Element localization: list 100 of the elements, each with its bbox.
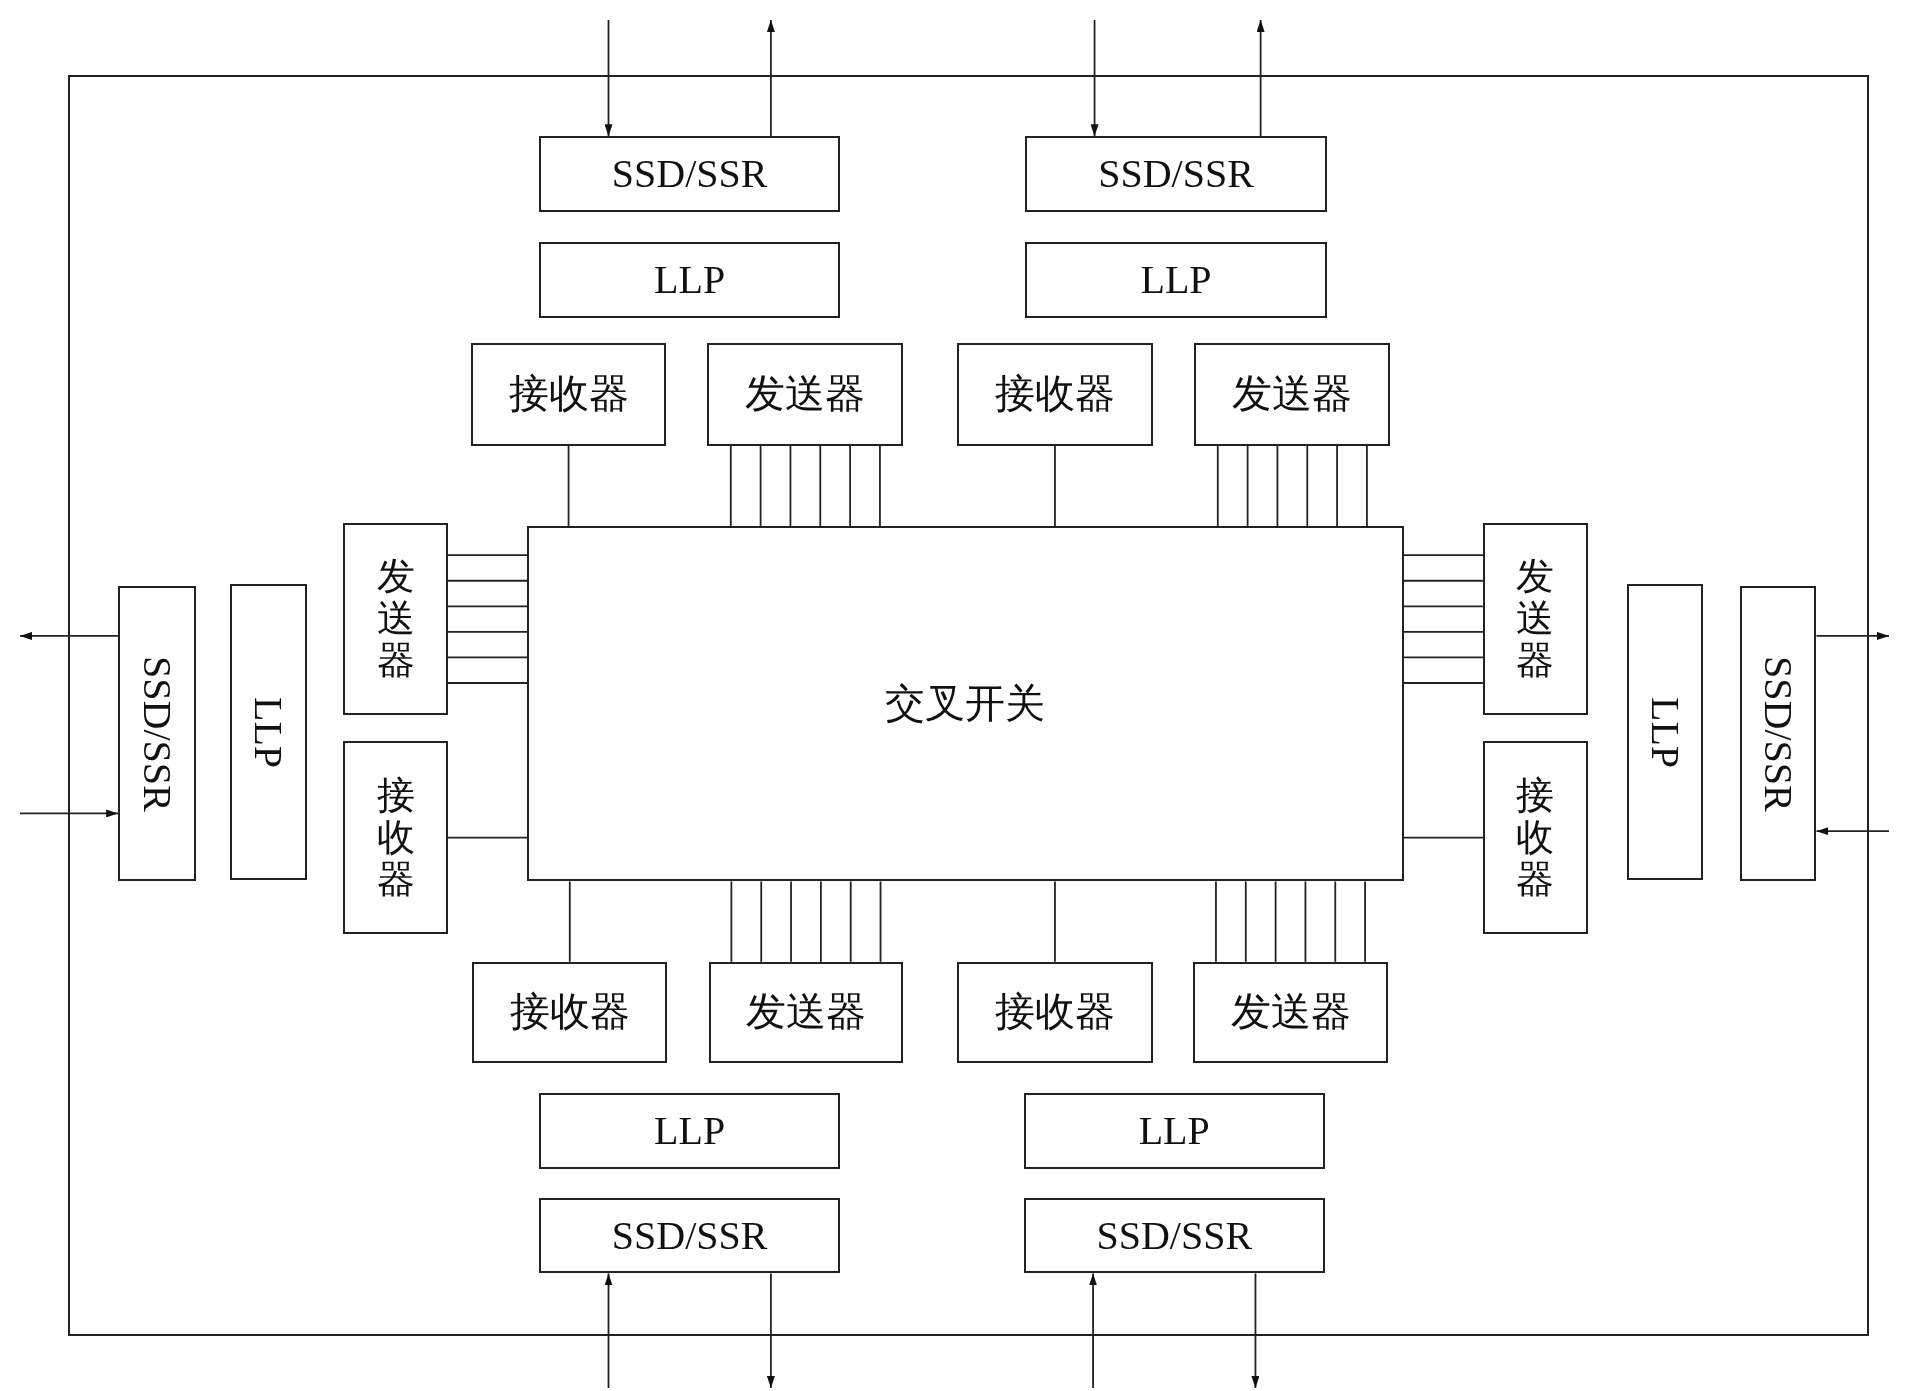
block-label: SSD/SSR bbox=[611, 1211, 768, 1260]
connector-line bbox=[1306, 444, 1309, 527]
process-box bbox=[1023, 1093, 1325, 1169]
block-label: 发送器 bbox=[1232, 370, 1353, 419]
connector-line bbox=[1054, 444, 1056, 527]
connector-line bbox=[790, 880, 792, 963]
arrow bbox=[1089, 1272, 1098, 1389]
block-label: 发送器 bbox=[376, 556, 415, 682]
connector-line bbox=[1276, 444, 1279, 527]
block-label: 接收器 bbox=[508, 370, 629, 419]
process-box bbox=[1025, 242, 1327, 318]
process-box bbox=[956, 961, 1153, 1063]
process-box bbox=[230, 584, 307, 881]
connector-line bbox=[789, 444, 792, 527]
arrow bbox=[766, 19, 775, 138]
process-box bbox=[539, 242, 841, 318]
block-label: SSD/SSR bbox=[134, 655, 182, 812]
process-box bbox=[956, 343, 1153, 446]
process-box bbox=[539, 1093, 841, 1169]
block-label: LLP bbox=[1140, 256, 1212, 304]
process-box bbox=[527, 525, 1404, 882]
connector-line bbox=[1402, 656, 1484, 659]
process-box bbox=[707, 343, 904, 446]
outer-frame bbox=[68, 75, 1869, 1336]
connector-line bbox=[1402, 682, 1484, 684]
connector-line bbox=[849, 880, 852, 963]
connector-line bbox=[729, 444, 732, 527]
block-label: LLP bbox=[654, 1107, 726, 1155]
connector-line bbox=[447, 579, 529, 582]
connector-line bbox=[1402, 554, 1484, 557]
process-box bbox=[472, 961, 668, 1063]
arrow bbox=[1251, 1272, 1260, 1389]
block-label: 发送器 bbox=[1230, 988, 1351, 1037]
connector-line bbox=[819, 444, 822, 527]
connector-line bbox=[1054, 880, 1056, 963]
arrow bbox=[19, 631, 119, 640]
connector-line bbox=[1216, 444, 1219, 527]
process-box bbox=[1023, 1197, 1325, 1274]
process-box bbox=[539, 136, 841, 212]
connector-line bbox=[730, 880, 733, 963]
connector-line bbox=[879, 444, 881, 527]
connector-line bbox=[447, 682, 529, 684]
process-box bbox=[1193, 961, 1388, 1063]
block-label: 接收器 bbox=[994, 988, 1115, 1037]
connector-line bbox=[1402, 579, 1484, 582]
block-label: LLP bbox=[1641, 696, 1689, 768]
arrow bbox=[1090, 19, 1099, 138]
connector-line bbox=[1402, 836, 1484, 839]
connector-line bbox=[1364, 880, 1366, 963]
connector-line bbox=[1402, 630, 1484, 633]
block-label: 发送器 bbox=[1516, 556, 1555, 682]
block-label: LLP bbox=[654, 256, 726, 304]
block-label: SSD/SSR bbox=[1096, 1211, 1253, 1260]
arrow bbox=[604, 1272, 613, 1389]
connector-line bbox=[1274, 880, 1277, 963]
process-box bbox=[118, 585, 196, 882]
connector-line bbox=[447, 836, 529, 839]
arrow bbox=[1815, 827, 1890, 836]
block-label: SSD/SSR bbox=[1098, 150, 1254, 199]
block-label: 接收器 bbox=[376, 774, 415, 901]
connector-line bbox=[447, 554, 529, 557]
block-label: 接收器 bbox=[509, 988, 630, 1037]
connector-line bbox=[1244, 880, 1247, 963]
connector-line bbox=[879, 880, 882, 963]
connector-line bbox=[447, 605, 529, 608]
process-box bbox=[1025, 136, 1327, 212]
connector-line bbox=[1304, 880, 1307, 963]
block-label: SSD/SSR bbox=[611, 150, 768, 199]
process-box bbox=[539, 1197, 841, 1274]
process-box bbox=[708, 961, 904, 1063]
arrow bbox=[766, 1272, 775, 1389]
process-box bbox=[1482, 523, 1588, 715]
connector-line bbox=[760, 880, 763, 963]
connector-line bbox=[568, 880, 571, 963]
block-label: 发送器 bbox=[745, 988, 866, 1037]
connector-line bbox=[1366, 444, 1368, 527]
arrow bbox=[604, 19, 613, 138]
process-box bbox=[343, 741, 448, 934]
block-label: LLP bbox=[245, 696, 293, 768]
block-label: 发送器 bbox=[745, 370, 866, 419]
connector-line bbox=[1402, 605, 1484, 608]
arrow bbox=[1256, 19, 1265, 138]
connector-line bbox=[1336, 444, 1338, 527]
block-label: LLP bbox=[1138, 1107, 1210, 1155]
process-box bbox=[343, 523, 448, 715]
arrow bbox=[1815, 631, 1890, 640]
block-label: 交叉开关 bbox=[885, 679, 1046, 728]
process-box bbox=[1626, 584, 1704, 881]
process-box bbox=[1482, 741, 1588, 934]
block-label: 接收器 bbox=[1516, 774, 1555, 901]
connector-line bbox=[447, 656, 529, 659]
connector-line bbox=[1334, 880, 1337, 963]
connector-line bbox=[1246, 444, 1249, 527]
connector-line bbox=[1215, 880, 1217, 963]
block-label: SSD/SSR bbox=[1755, 655, 1803, 812]
connector-line bbox=[567, 444, 570, 527]
connector-line bbox=[849, 444, 851, 527]
connector-line bbox=[820, 880, 822, 963]
process-box bbox=[471, 343, 666, 446]
process-box bbox=[1194, 343, 1391, 446]
